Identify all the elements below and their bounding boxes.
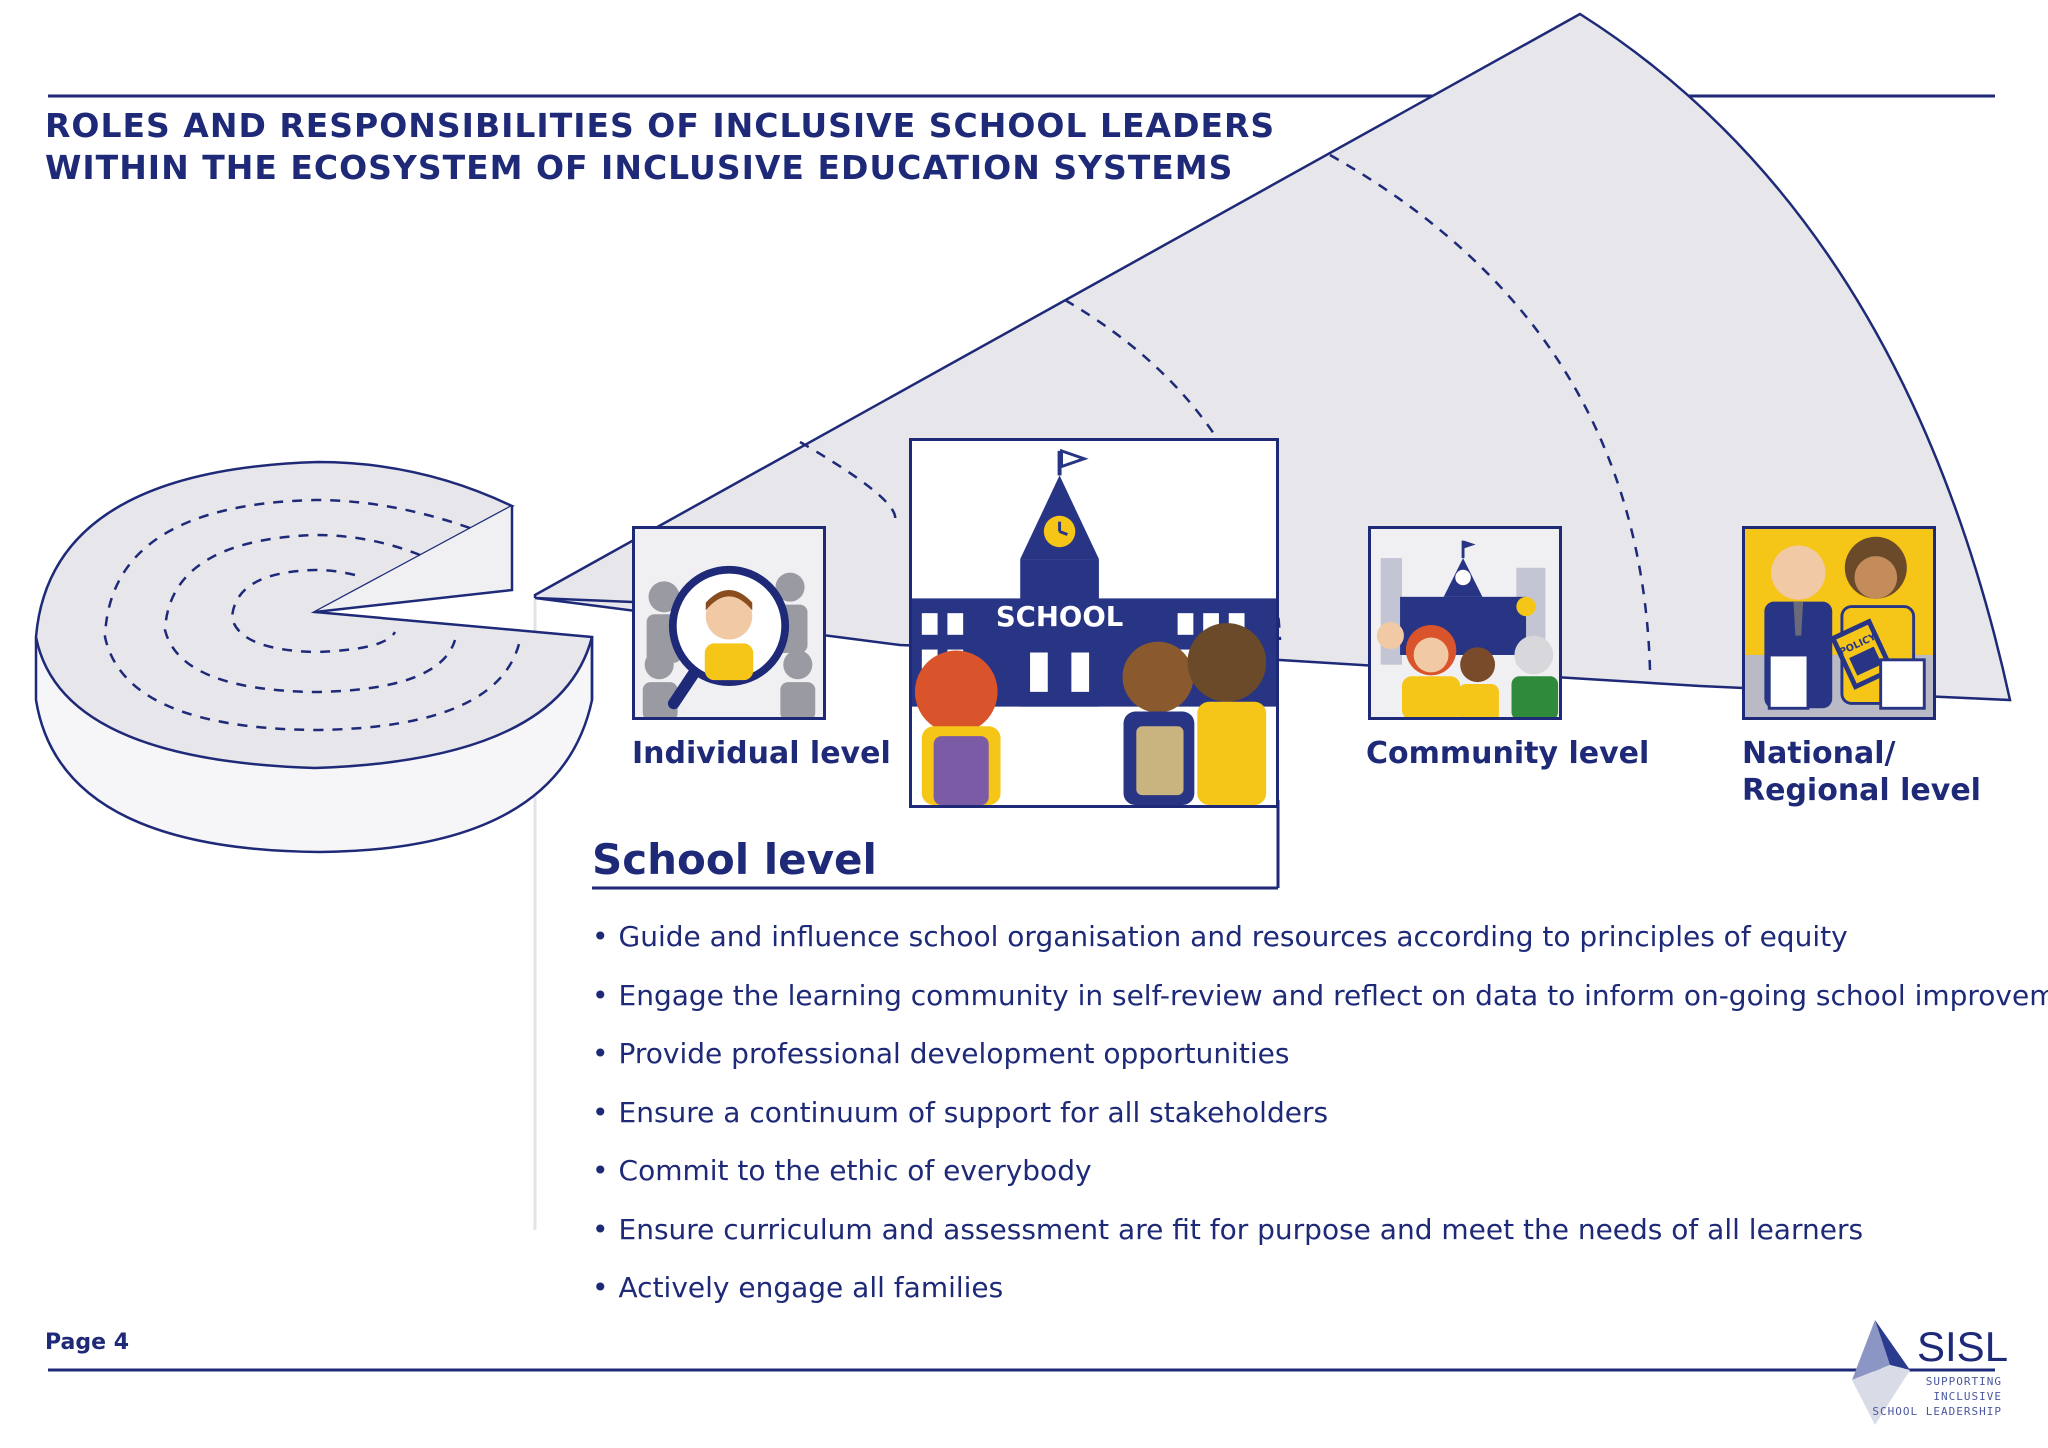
page-title-line-2: WITHIN THE ECOSYSTEM OF INCLUSIVE EDUCAT…: [45, 148, 1234, 187]
national-label-line-1: National/: [1742, 736, 1896, 771]
national-level-image: POLICY: [1742, 526, 1936, 720]
arc-3: [1329, 153, 1652, 671]
national-label-line-2: Regional level: [1742, 773, 1981, 808]
disc-top: [34, 460, 594, 770]
bullet-item: Engage the learning community in self-re…: [592, 979, 2048, 1038]
school-level-heading: School level: [592, 835, 877, 884]
community-level-label: Community level: [1366, 736, 1650, 771]
arc-1: [799, 440, 897, 521]
logo-sub-line-2: SCHOOL LEADERSHIP: [1872, 1405, 2002, 1418]
bullet-item: Commit to the ethic of everybody: [592, 1154, 2048, 1213]
bullet-item: Provide professional development opportu…: [592, 1037, 2048, 1096]
disc-ring-2: [163, 533, 457, 694]
ecosystem-wedge: [533, 12, 2012, 702]
logo-sub-line-1: SUPPORTING INCLUSIVE: [1925, 1375, 2002, 1403]
individual-level-label: Individual level: [632, 736, 891, 771]
page-number: Page 4: [45, 1330, 130, 1355]
sisl-logo-text: SISL: [1917, 1323, 2009, 1370]
wedge-top-left: [534, 596, 634, 604]
bullet-item: Ensure a continuum of support for all st…: [592, 1096, 2048, 1155]
community-level-image: [1368, 526, 1562, 720]
national-level-label: National/ Regional level: [1742, 735, 1981, 809]
school-level-image: SCHOOL: [909, 438, 1279, 808]
sisl-logo-subtitle: SUPPORTING INCLUSIVE SCHOOL LEADERSHIP: [1862, 1374, 2002, 1419]
bullet-item: Ensure curriculum and assessment are fit…: [592, 1213, 2048, 1272]
bullet-item: Actively engage all families: [592, 1271, 2048, 1330]
sisl-logo-icon: [1852, 1320, 1910, 1425]
bullet-item: Guide and influence school organisation …: [592, 920, 2048, 979]
disc-ring-1: [103, 498, 522, 732]
page-title-line-1: ROLES AND RESPONSIBILITIES OF INCLUSIVE …: [45, 106, 1276, 145]
school-level-bullet-list: Guide and influence school organisation …: [592, 920, 2048, 1330]
individual-level-image: [632, 526, 826, 720]
school-sign: SCHOOL: [996, 601, 1123, 633]
disc-cut: [314, 506, 514, 614]
